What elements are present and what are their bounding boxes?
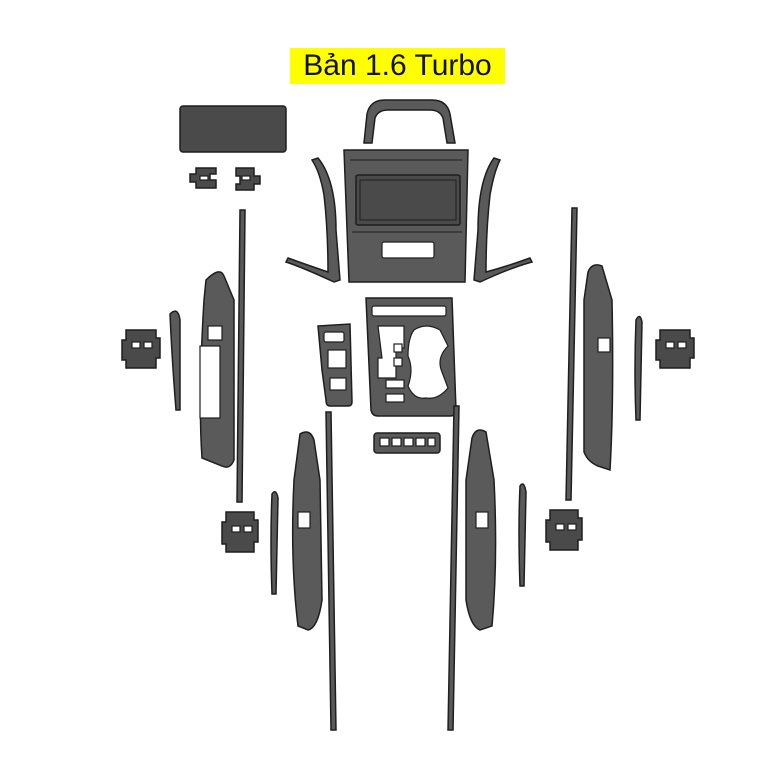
center-dash-panel	[343, 149, 469, 283]
handle-strip-front-left	[169, 310, 181, 411]
handle-strip-rear-left	[270, 491, 279, 595]
long-strip-front-left	[236, 209, 246, 503]
switch-pad-front-right	[655, 329, 695, 369]
front-right-door-panel	[583, 264, 614, 472]
long-strip-rear-right	[447, 405, 460, 731]
center-top-arch	[363, 99, 456, 144]
dash-strip-right	[473, 157, 534, 283]
vent-clip-right	[235, 167, 261, 191]
switch-pad-rear-left	[221, 511, 259, 553]
rear-vent-trim	[373, 432, 441, 454]
rear-left-door-panel	[291, 431, 323, 631]
handle-strip-front-right	[634, 315, 643, 421]
switch-pad-rear-right	[545, 509, 583, 551]
small-switch-panel	[317, 323, 353, 407]
long-strip-front-right	[565, 207, 578, 501]
front-left-door-panel	[199, 271, 235, 468]
page-title: Bản 1.6 Turbo	[290, 48, 505, 84]
rear-right-door-panel	[465, 429, 497, 631]
gear-shift-surround	[365, 297, 457, 417]
switch-pad-front-left	[121, 329, 161, 369]
handle-strip-rear-right	[518, 483, 527, 587]
vent-clip-left	[189, 167, 217, 189]
dash-strip-left	[284, 157, 341, 283]
long-strip-rear-left	[325, 411, 337, 731]
screen-trim	[179, 105, 287, 153]
